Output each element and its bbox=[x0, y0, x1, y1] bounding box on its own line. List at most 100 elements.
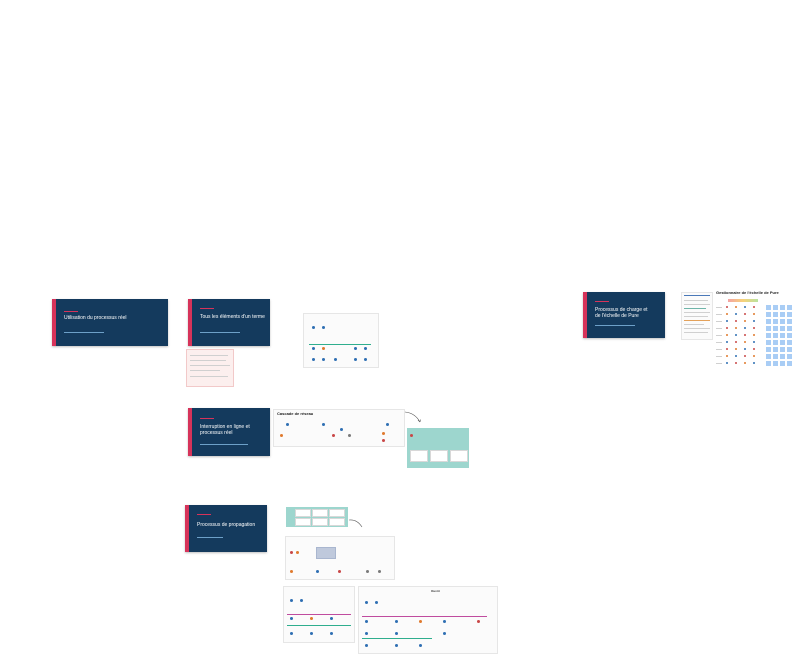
diagram-panel-2[interactable] bbox=[283, 586, 355, 643]
person-icon bbox=[410, 434, 413, 437]
grid-cell[interactable] bbox=[766, 326, 771, 331]
grid-cell[interactable] bbox=[773, 326, 778, 331]
cascade-panel[interactable]: Cascade de réseau bbox=[273, 409, 405, 447]
grid-cell[interactable] bbox=[773, 354, 778, 359]
grid-cell[interactable] bbox=[766, 319, 771, 324]
grid-cell[interactable] bbox=[780, 354, 785, 359]
slide-accent-stripe bbox=[185, 505, 189, 552]
grid-cell[interactable] bbox=[766, 354, 771, 359]
person-icon bbox=[382, 432, 385, 435]
grid-marker bbox=[726, 348, 728, 350]
grid-cell[interactable] bbox=[773, 361, 778, 366]
doc-line bbox=[684, 332, 708, 333]
grid-board[interactable]: Gestionnaire de l'échelle de Pure bbox=[714, 290, 799, 370]
color-scale bbox=[728, 299, 758, 302]
grid-marker bbox=[744, 334, 746, 336]
diagram-panel-1[interactable] bbox=[303, 313, 379, 368]
grid-row-label bbox=[716, 328, 722, 329]
grid-row-label bbox=[716, 335, 722, 336]
grid-cell[interactable] bbox=[787, 354, 792, 359]
propagation-panel[interactable] bbox=[285, 536, 395, 580]
grid-cell[interactable] bbox=[766, 340, 771, 345]
connector-line bbox=[362, 616, 487, 617]
slide-title: Processus de charge et de l'échelle de P… bbox=[595, 307, 648, 319]
person-icon bbox=[280, 434, 283, 437]
grid-marker bbox=[744, 313, 746, 315]
note-line bbox=[190, 360, 226, 361]
grid-marker bbox=[735, 341, 737, 343]
slide-accent-stripe bbox=[583, 292, 587, 338]
grid-row-label bbox=[716, 356, 722, 357]
person-icon bbox=[386, 423, 389, 426]
grid-marker bbox=[735, 362, 737, 364]
grid-cell[interactable] bbox=[787, 305, 792, 310]
slide-thumbnail-3[interactable]: Interruption en ligne et processus réel bbox=[188, 408, 270, 456]
grid-cell[interactable] bbox=[780, 347, 785, 352]
grid-cell[interactable] bbox=[766, 361, 771, 366]
grid-marker bbox=[744, 320, 746, 322]
grid-cell[interactable] bbox=[766, 347, 771, 352]
grid-cell[interactable] bbox=[773, 312, 778, 317]
grid-cell[interactable] bbox=[773, 319, 778, 324]
person-icon bbox=[316, 570, 319, 573]
person-icon bbox=[395, 632, 398, 635]
grid-marker bbox=[735, 313, 737, 315]
grid-cell[interactable] bbox=[780, 312, 785, 317]
slide-title: Processus de propagation bbox=[197, 522, 256, 528]
person-icon bbox=[312, 347, 315, 350]
slide-thumbnail-5[interactable]: Processus de charge et de l'échelle de P… bbox=[583, 292, 665, 338]
grid-cell[interactable] bbox=[787, 319, 792, 324]
slide-thumbnail-4[interactable]: Processus de propagation bbox=[185, 505, 267, 552]
grid-marker bbox=[735, 327, 737, 329]
grid-marker bbox=[753, 313, 755, 315]
grid-cell[interactable] bbox=[766, 312, 771, 317]
person-icon bbox=[290, 632, 293, 635]
grid-cell[interactable] bbox=[780, 361, 785, 366]
person-icon bbox=[290, 570, 293, 573]
highlight-group-2[interactable] bbox=[286, 507, 348, 527]
grid-cell[interactable] bbox=[780, 305, 785, 310]
grid-marker bbox=[735, 355, 737, 357]
person-icon bbox=[332, 434, 335, 437]
document-panel[interactable] bbox=[681, 292, 713, 340]
person-icon bbox=[330, 632, 333, 635]
grid-cell[interactable] bbox=[787, 361, 792, 366]
grid-cell[interactable] bbox=[780, 333, 785, 338]
grid-cell[interactable] bbox=[773, 340, 778, 345]
slide-title: Interruption en ligne et processus réel bbox=[200, 424, 250, 436]
grid-cell[interactable] bbox=[766, 333, 771, 338]
slide-title: Tous les éléments d'un terme bbox=[200, 314, 265, 320]
grid-marker bbox=[753, 334, 755, 336]
arrow-icon bbox=[404, 411, 421, 423]
highlight-group-1[interactable] bbox=[407, 428, 469, 468]
grid-cell[interactable] bbox=[780, 326, 785, 331]
grid-cell[interactable] bbox=[787, 333, 792, 338]
person-icon bbox=[375, 601, 378, 604]
grid-cell[interactable] bbox=[787, 326, 792, 331]
person-icon bbox=[365, 644, 368, 647]
person-icon bbox=[395, 644, 398, 647]
diagram-panel-3[interactable]: Ouvrir bbox=[358, 586, 498, 654]
slide-thumbnail-2[interactable]: Tous les éléments d'un terme bbox=[188, 299, 270, 346]
grid-cell[interactable] bbox=[787, 312, 792, 317]
slide-thumbnail-1[interactable]: Utilisation du processus réel bbox=[52, 299, 168, 346]
grid-cell[interactable] bbox=[780, 319, 785, 324]
connector-line bbox=[309, 344, 371, 345]
grid-cell[interactable] bbox=[773, 333, 778, 338]
person-icon bbox=[419, 644, 422, 647]
grid-cell[interactable] bbox=[780, 340, 785, 345]
slide-subtitle-line bbox=[200, 332, 240, 333]
note-line bbox=[190, 355, 228, 356]
grid-cell[interactable] bbox=[773, 347, 778, 352]
grid-cell[interactable] bbox=[787, 340, 792, 345]
grid-cell[interactable] bbox=[766, 305, 771, 310]
person-icon bbox=[330, 617, 333, 620]
grid-cell[interactable] bbox=[773, 305, 778, 310]
grid-cell[interactable] bbox=[787, 347, 792, 352]
grid-marker bbox=[726, 341, 728, 343]
person-icon bbox=[340, 428, 343, 431]
person-icon bbox=[354, 358, 357, 361]
person-icon bbox=[348, 434, 351, 437]
person-icon bbox=[338, 570, 341, 573]
person-icon bbox=[366, 570, 369, 573]
